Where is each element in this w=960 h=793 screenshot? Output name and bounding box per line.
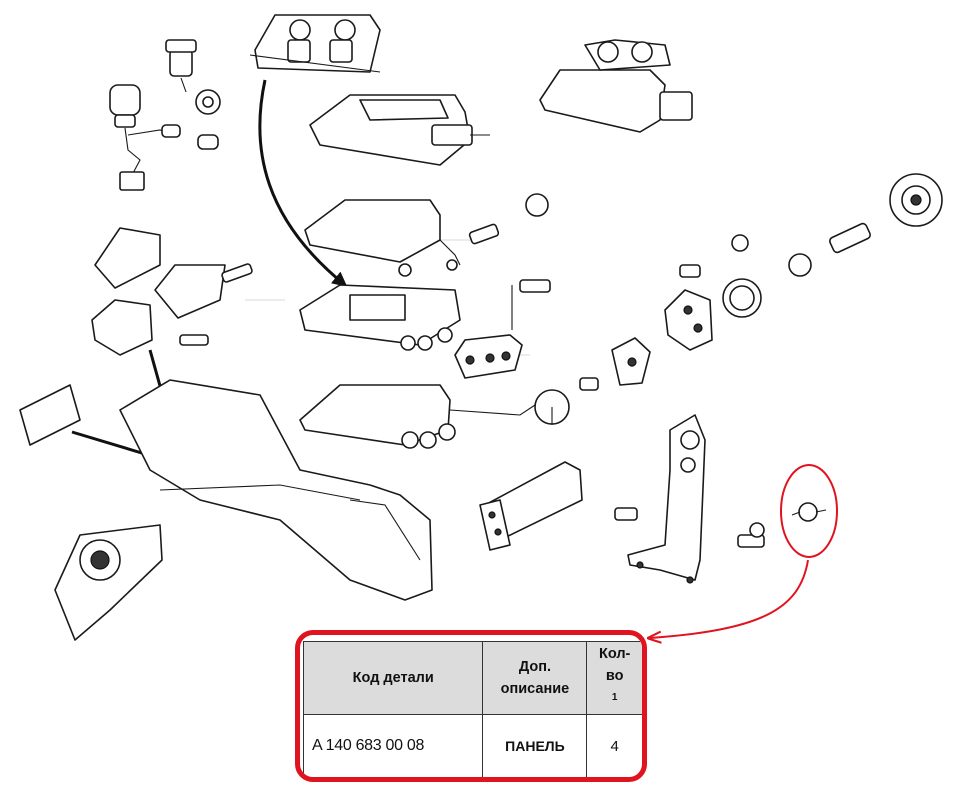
switch-bracket [454, 334, 523, 379]
right-small-parts [611, 173, 943, 386]
header-quantity: Кол-во 1 [586, 641, 642, 715]
console-frame [299, 284, 461, 351]
parts-table-frame: Код детали Доп. описание Кол-во 1 A 140 … [295, 630, 647, 782]
center-console-body [119, 379, 433, 601]
armrest-lower [299, 384, 536, 449]
switch-housings-left [91, 227, 253, 356]
lighter-socket-assembly [109, 39, 221, 191]
part-description-cell: ПАНЕЛЬ [482, 714, 588, 777]
header-quantity-label: Кол-во [598, 646, 631, 685]
vent-panel [54, 524, 163, 641]
parts-table: Код детали Доп. описание Кол-во 1 A 140 … [302, 641, 642, 777]
quantity-footnote-marker: 1 [611, 692, 618, 704]
table-row: A 140 683 00 08 ПАНЕЛЬ 4 [302, 714, 642, 777]
part-code-cell: A 140 683 00 08 [302, 714, 484, 777]
middle-lid [304, 199, 461, 277]
storage-box [479, 461, 583, 551]
mounting-bracket [614, 414, 765, 584]
highlight-arrow [650, 559, 809, 638]
cup-holder-top [249, 14, 381, 73]
screws-center [468, 193, 551, 330]
cover-plate-left [19, 384, 81, 446]
part-quantity-cell: 4 [586, 714, 642, 777]
disc-plate [534, 377, 599, 425]
highlight-circle [780, 464, 838, 558]
header-part-code: Код детали [302, 641, 484, 715]
highlighted-panel-part [791, 502, 827, 522]
console-tray-upper-right [539, 39, 693, 133]
armrest-upper [309, 94, 490, 166]
header-description: Доп. описание [482, 641, 588, 715]
assembly-arrow-1 [258, 79, 348, 287]
